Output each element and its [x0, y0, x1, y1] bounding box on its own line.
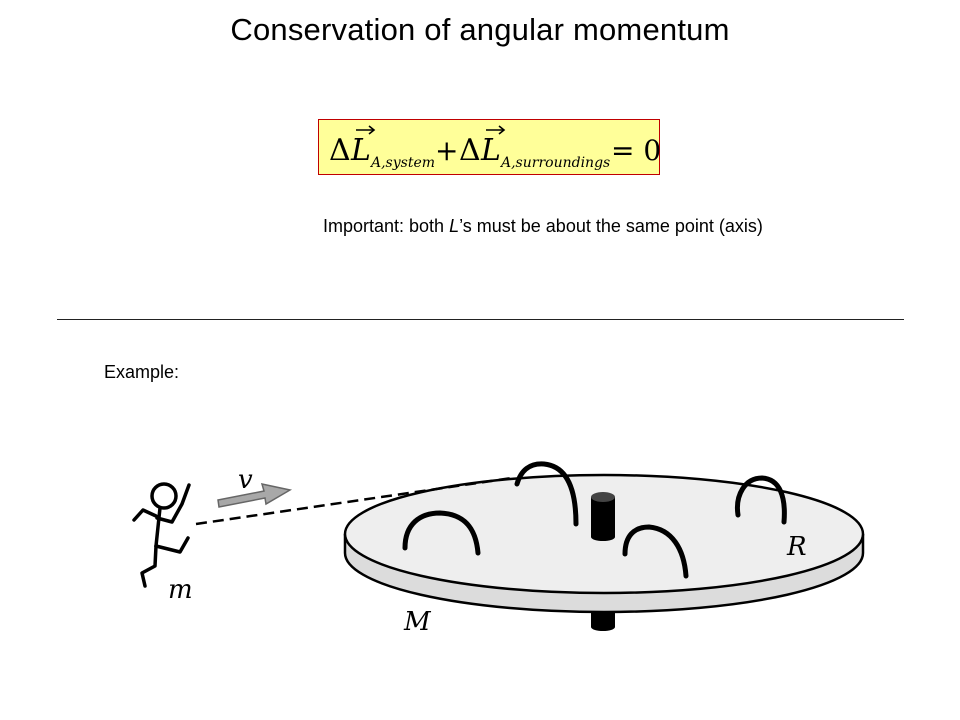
handles [402, 461, 787, 579]
note-prefix: Important: both [323, 216, 450, 236]
example-label: Example: [104, 362, 180, 382]
eq-sub-system: A,system [369, 155, 435, 171]
important-note: Important: both L’s must be about the sa… [323, 216, 763, 237]
vector-arrow-icon [356, 125, 506, 135]
eq-L-1: L [350, 133, 371, 168]
label-R: R [786, 532, 807, 562]
section-divider [57, 319, 904, 320]
center-post-icon [591, 497, 615, 537]
handle-icon [622, 524, 689, 579]
note-suffix: ’s must be about the same point (axis) [459, 216, 763, 236]
eq-sub-surroundings: A,surroundings [499, 155, 610, 171]
running-person-icon [132, 482, 191, 588]
trajectory-line [195, 476, 513, 526]
velocity-arrow-icon [217, 483, 293, 508]
handle-icon [514, 461, 579, 527]
equation: Δ L A,system + Δ L A,surroundings = 0 [329, 125, 661, 171]
label-v: v [238, 465, 253, 495]
eq-delta-1: Δ [329, 133, 351, 168]
eq-equals-zero: = 0 [611, 134, 661, 167]
center-post-base [591, 533, 615, 541]
center-post-top [591, 492, 615, 502]
slide-title: Conservation of angular momentum [230, 12, 730, 47]
note-L: L [449, 216, 460, 236]
label-M: M [403, 607, 432, 637]
handle-icon [734, 475, 787, 525]
label-m: m [168, 575, 193, 605]
axle-bottom-cap [591, 623, 615, 631]
handle-icon [402, 510, 481, 556]
eq-delta-2: Δ [459, 133, 481, 168]
equation-box: Δ L A,system + Δ L A,surroundings = 0 [318, 119, 661, 175]
eq-plus: + [435, 134, 458, 167]
eq-L-2: L [480, 133, 501, 168]
